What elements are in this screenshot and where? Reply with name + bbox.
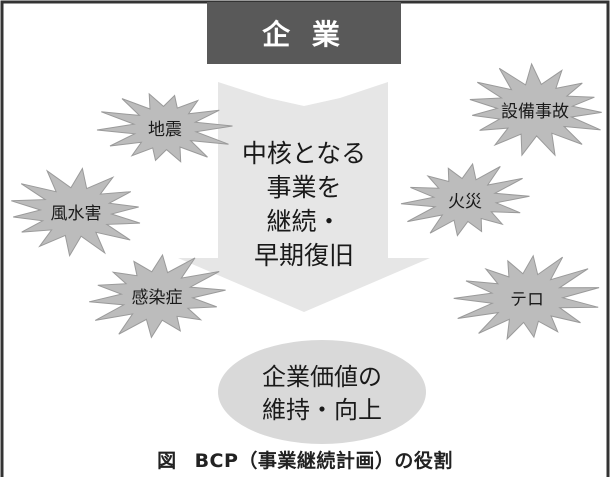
down-arrow-shape (178, 82, 430, 312)
risk-burst (400, 162, 530, 237)
risk-burst (89, 253, 226, 339)
risk-burst (11, 167, 141, 258)
outcome-ellipse (218, 340, 426, 444)
figure-caption-text: BCP（事業継続計画）の役割 (194, 450, 453, 472)
center-line-4: 早期復旧 (254, 241, 354, 270)
risk-burst (96, 92, 233, 163)
risk-label-terrorism: テロ (510, 290, 544, 310)
risk-label-equipment-accident: 設備事故 (501, 102, 569, 122)
center-line-1: 中核となる (242, 139, 366, 168)
risk-label-infectious-disease: 感染症 (132, 288, 183, 308)
risk-burst (453, 254, 600, 341)
outcome-line-1: 企業価値の (262, 363, 382, 391)
header-title: 企 業 (262, 18, 346, 51)
outcome-line-2: 維持・向上 (262, 396, 382, 424)
risk-label-earthquake: 地震 (148, 120, 182, 140)
center-line-2: 事業を (266, 173, 341, 202)
figure-caption: 図 BCP（事業継続計画）の役割 (0, 446, 610, 476)
risk-label-storm-flood: 風水害 (51, 204, 102, 224)
center-message: 中核となる 事業を 継続・ 早期復旧 (242, 139, 366, 270)
figure-label: 図 (157, 450, 177, 472)
risk-burst (469, 62, 602, 157)
risk-label-fire: 火災 (448, 192, 482, 212)
center-line-3: 継続・ (266, 207, 341, 236)
header-box (207, 2, 401, 64)
